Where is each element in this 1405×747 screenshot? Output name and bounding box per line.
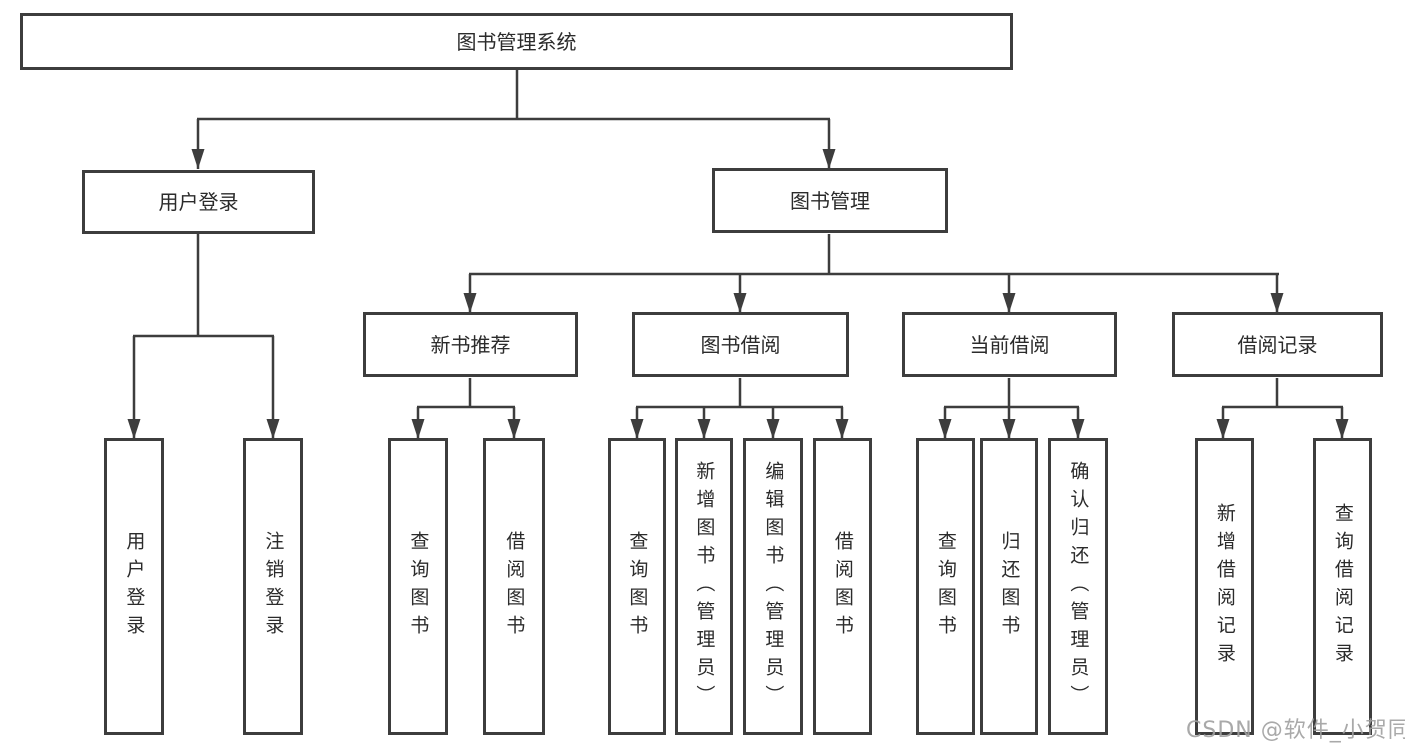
leaf-query-borrow-record: 查询借阅记录 (1313, 438, 1372, 735)
leaf-query-books-current: 查询图书 (916, 438, 975, 735)
csdn-watermark: CSDN @软件_小贺同学 (1186, 718, 1405, 743)
node-book-management: 图书管理 (712, 168, 948, 233)
leaf-add-borrow-record: 新增借阅记录 (1195, 438, 1254, 735)
leaf-user-login: 用户登录 (104, 438, 164, 735)
leaf-confirm-return-admin: 确认归还（管理员） (1048, 438, 1108, 735)
node-library-management-system: 图书管理系统 (20, 13, 1013, 70)
leaf-query-books-recommend: 查询图书 (388, 438, 448, 735)
node-user-login-group: 用户登录 (82, 170, 315, 234)
leaf-return-books: 归还图书 (980, 438, 1038, 735)
leaf-edit-books-admin: 编辑图书（管理员） (743, 438, 803, 735)
leaf-logout: 注销登录 (243, 438, 303, 735)
node-book-borrow: 图书借阅 (632, 312, 849, 377)
node-current-borrow: 当前借阅 (902, 312, 1117, 377)
leaf-add-books-admin: 新增图书（管理员） (675, 438, 733, 735)
node-new-book-recommend: 新书推荐 (363, 312, 578, 377)
node-borrow-record: 借阅记录 (1172, 312, 1383, 377)
leaf-query-books-borrow: 查询图书 (608, 438, 666, 735)
leaf-borrow-books-recommend: 借阅图书 (483, 438, 545, 735)
leaf-borrow-books: 借阅图书 (813, 438, 872, 735)
